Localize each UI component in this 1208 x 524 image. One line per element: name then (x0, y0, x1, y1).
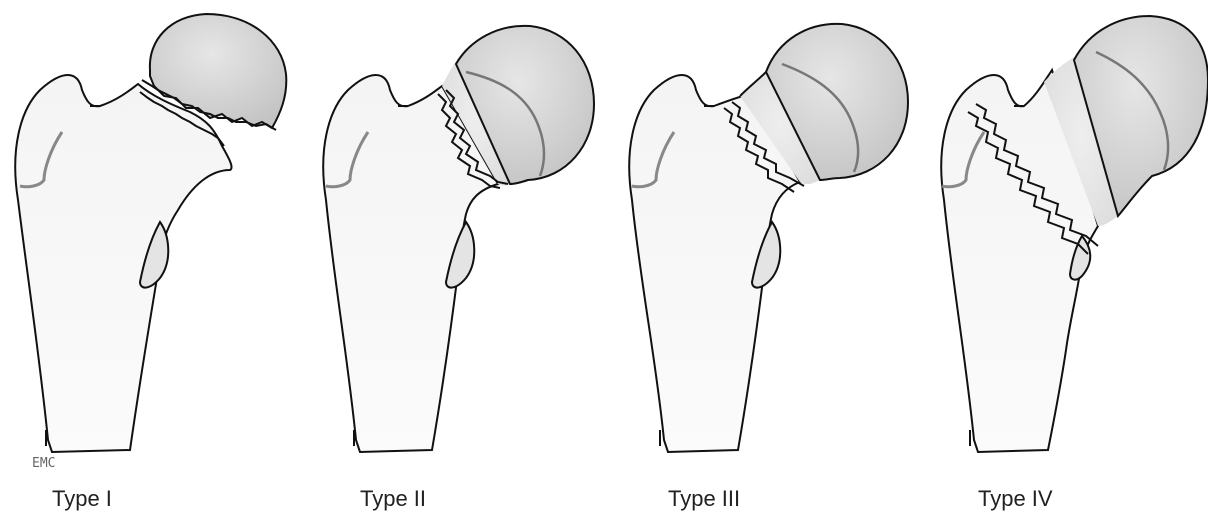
femur-body (15, 75, 231, 452)
caption-type-4: Type IV (978, 486, 1053, 512)
femur-panel-type-3 (629, 24, 908, 452)
caption-type-2: Type II (360, 486, 426, 512)
caption-type-1: Type I (52, 486, 112, 512)
femur-panel-type-2 (323, 26, 594, 452)
femur-panel-type-4 (941, 16, 1208, 452)
artist-signature: EMC (32, 456, 55, 471)
femur-panel-type-1 (15, 14, 286, 452)
caption-type-3: Type III (668, 486, 740, 512)
